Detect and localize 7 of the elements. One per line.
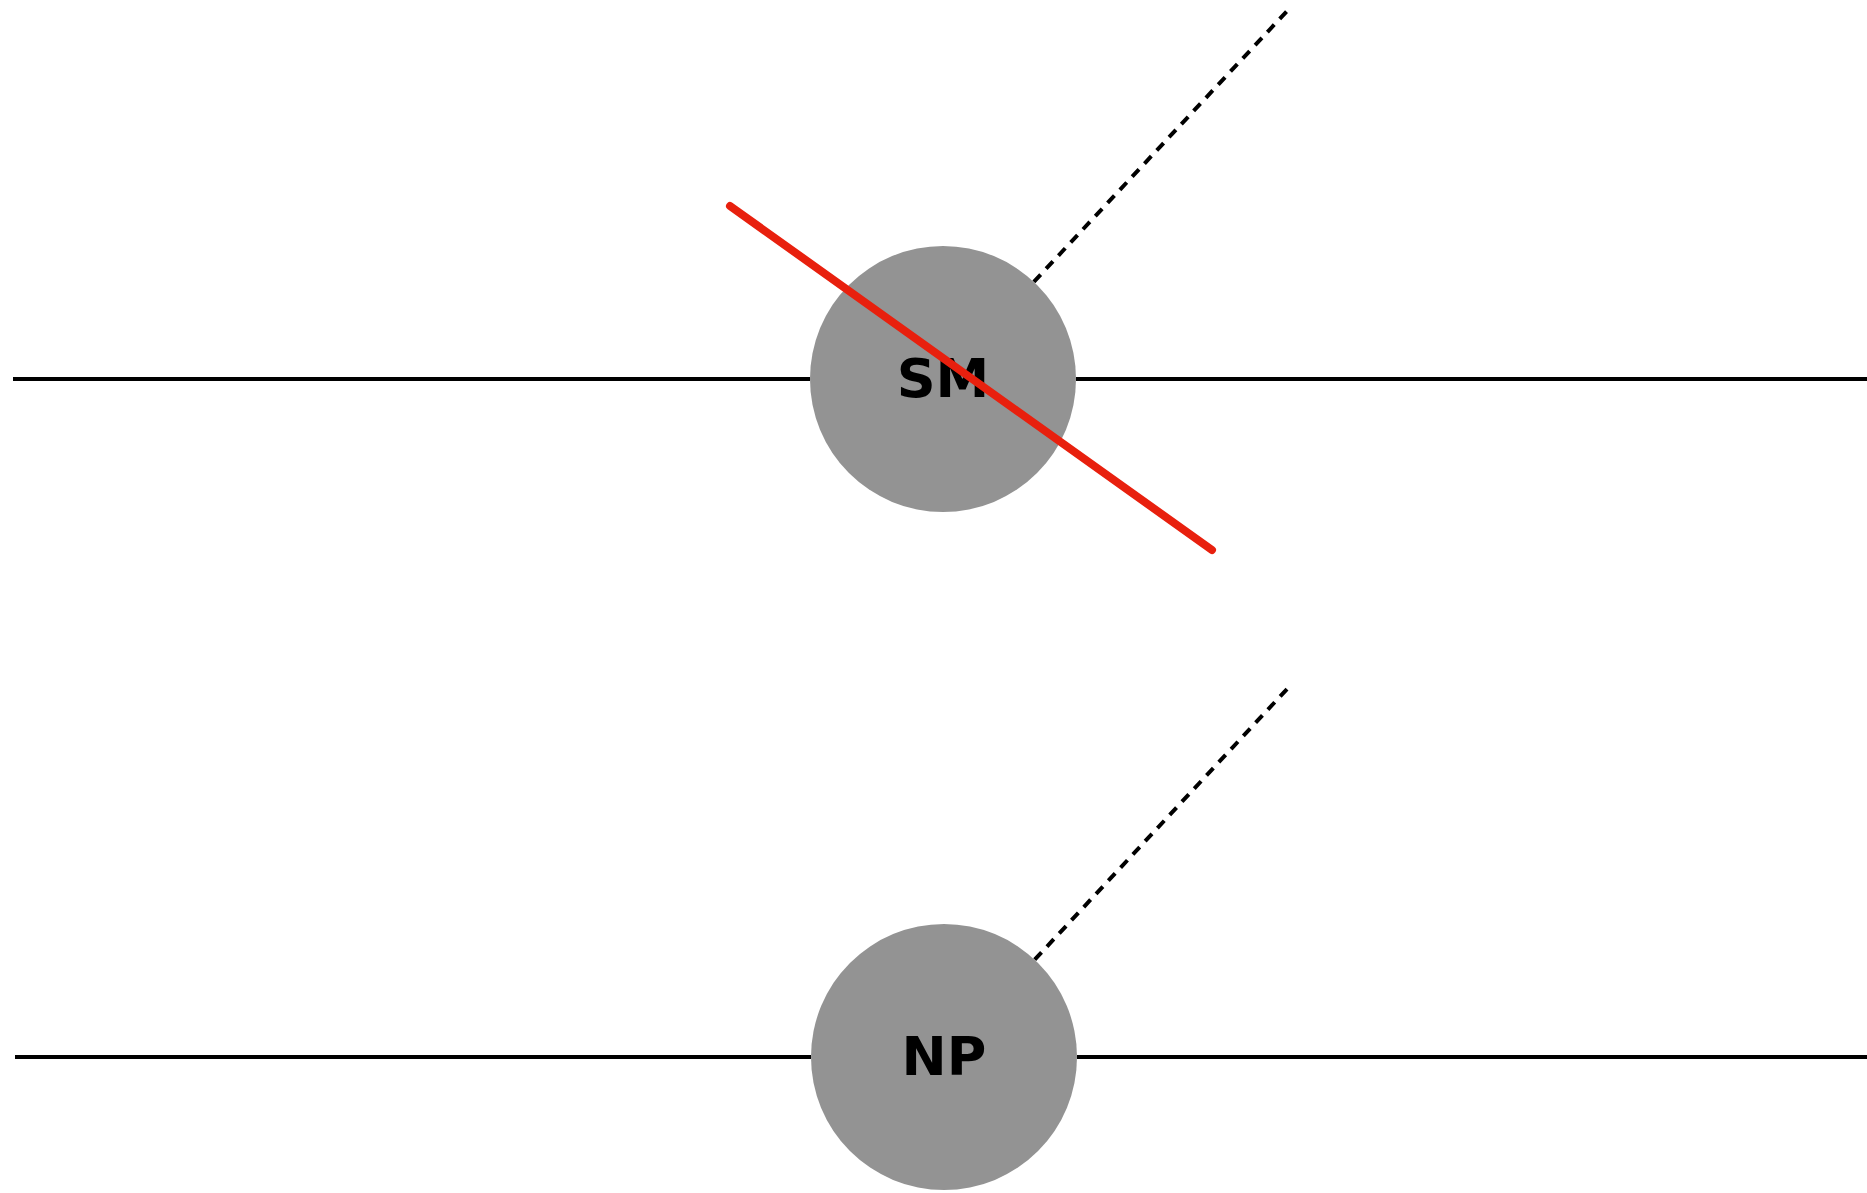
line [1076,377,1867,381]
line [13,377,810,381]
dashed-line [1033,686,1290,962]
node-label: NP [901,1030,987,1084]
line [15,1055,811,1059]
dashed-line [1032,8,1290,284]
line [1077,1055,1867,1059]
